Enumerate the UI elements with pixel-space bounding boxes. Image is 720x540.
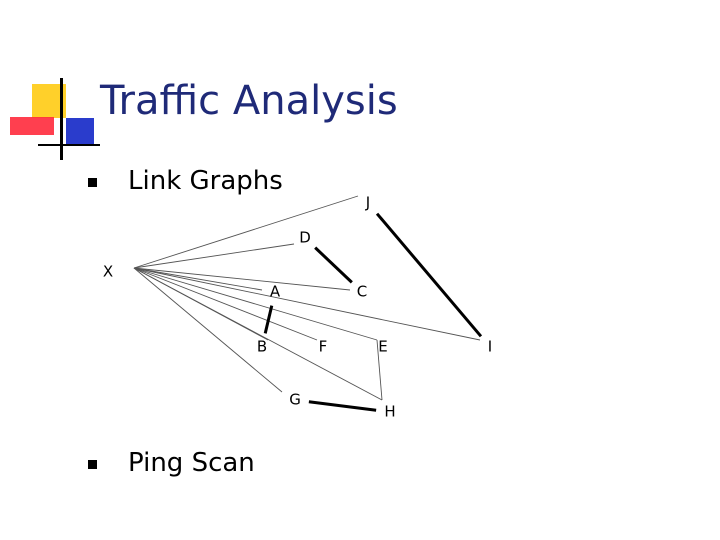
- edge-d-c: [314, 246, 353, 284]
- deco-red-square: [10, 117, 54, 135]
- bullet-link-graphs: Link Graphs: [128, 166, 283, 196]
- edge-x-g: [133, 267, 283, 393]
- deco-vertical-line: [60, 78, 63, 160]
- graph-edges: [133, 195, 483, 412]
- edge-g-h: [308, 400, 377, 412]
- node-e: E: [378, 338, 387, 356]
- node-b: B: [257, 338, 267, 356]
- node-x: X: [103, 263, 113, 281]
- edge-x-c: [133, 267, 351, 291]
- node-j: J: [365, 194, 370, 212]
- node-h: H: [384, 403, 395, 421]
- deco-blue-square: [66, 118, 94, 144]
- node-c: C: [357, 283, 367, 301]
- node-d: D: [299, 229, 311, 247]
- edge-x-h: [133, 267, 383, 401]
- edge-x-j: [133, 195, 359, 269]
- slide-title: Traffic Analysis: [100, 78, 398, 124]
- graph-nodes: X J D A C B F E I G H: [103, 194, 492, 421]
- node-i: I: [488, 338, 492, 356]
- deco-horizontal-line: [38, 144, 100, 146]
- edge-x-a: [133, 267, 263, 291]
- bullet-marker: [88, 178, 97, 187]
- edge-x-e: [133, 267, 378, 341]
- node-a: A: [270, 283, 281, 301]
- edge-e-h: [376, 339, 383, 401]
- edge-x-i: [133, 267, 481, 341]
- edge-x-f: [133, 267, 318, 341]
- edge-j-i: [375, 212, 483, 338]
- node-g: G: [289, 391, 301, 409]
- edge-x-d: [133, 243, 295, 269]
- bullet-marker: [88, 460, 97, 469]
- edge-a-b: [263, 305, 274, 334]
- bullet-ping-scan: Ping Scan: [128, 448, 255, 478]
- node-f: F: [319, 338, 328, 356]
